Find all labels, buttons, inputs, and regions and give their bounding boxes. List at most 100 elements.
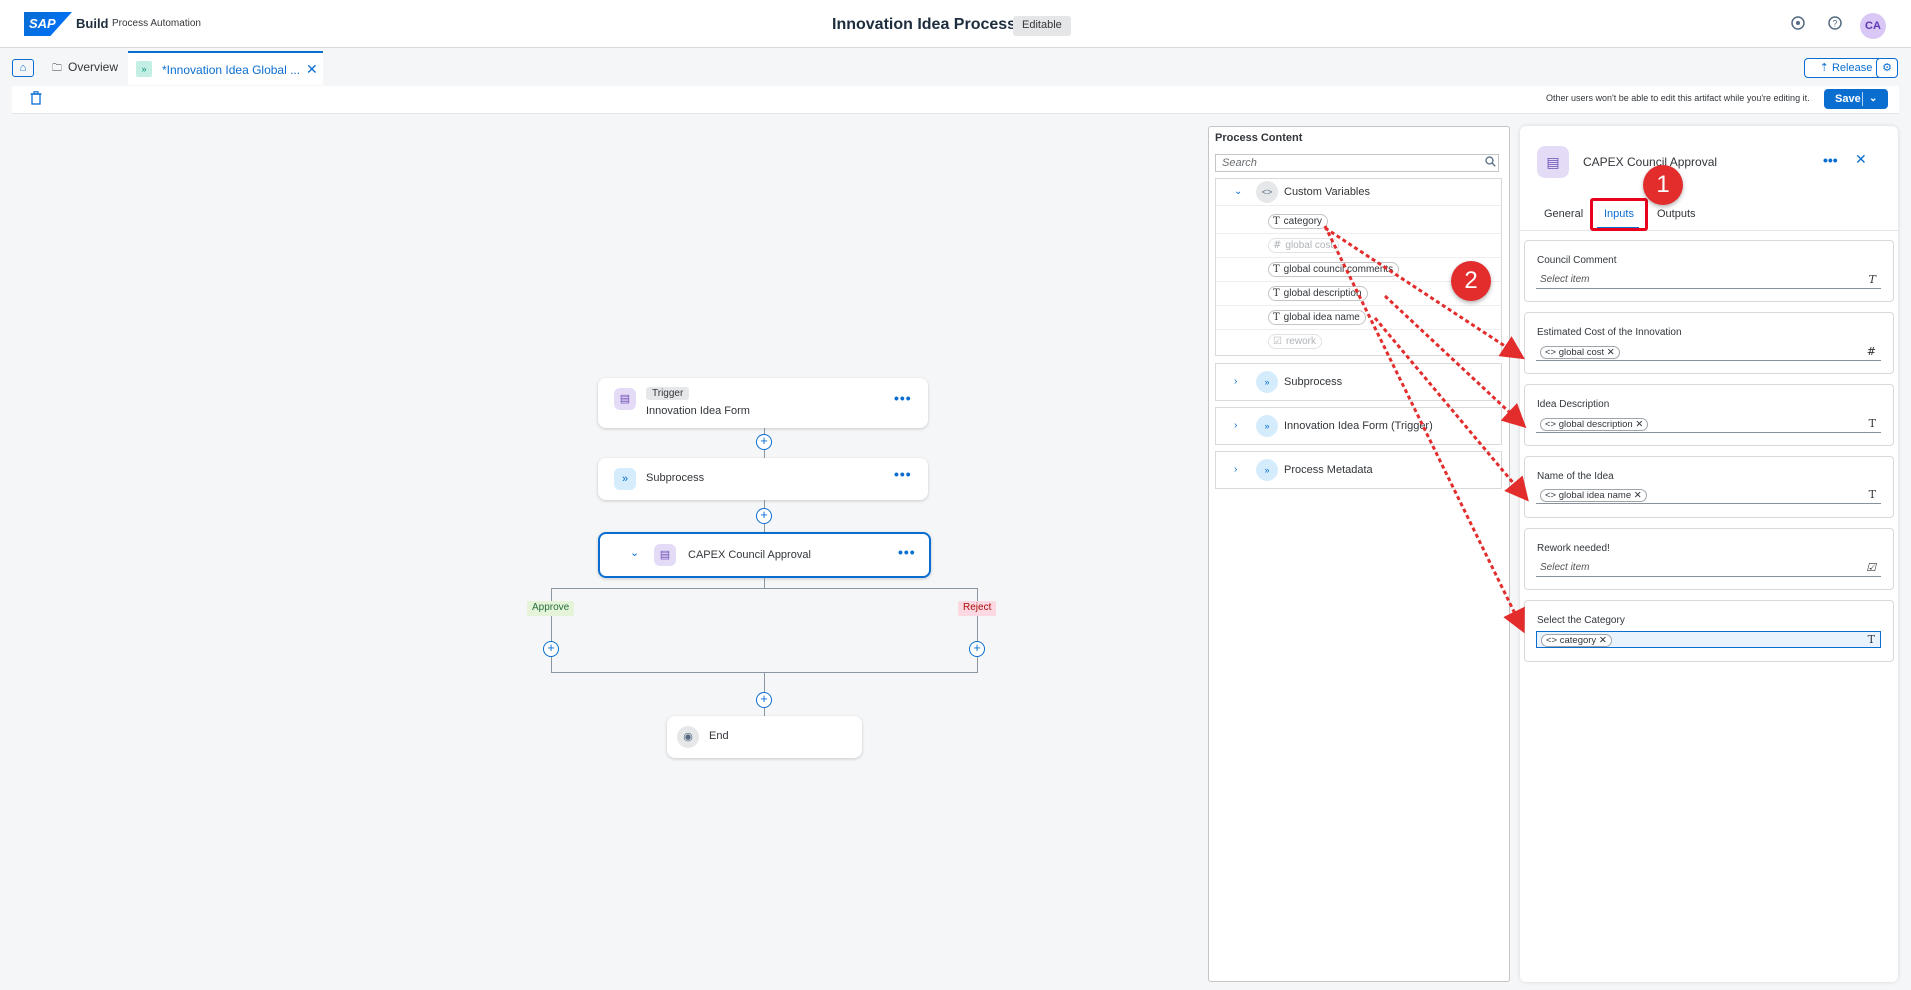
- form-icon: ▤: [614, 388, 636, 410]
- token-chip[interactable]: <> global description ✕: [1540, 418, 1649, 431]
- placeholder: Select item: [1540, 274, 1590, 285]
- token-chip[interactable]: <> global cost ✕: [1540, 346, 1620, 359]
- step-badge-1: 1: [1643, 165, 1683, 205]
- approval-label: CAPEX Council Approval: [688, 549, 811, 561]
- chevron-right-icon[interactable]: ›: [1234, 376, 1238, 387]
- joule-icon[interactable]: [1788, 15, 1808, 35]
- more-icon[interactable]: •••: [894, 466, 912, 482]
- process-metadata-group[interactable]: › » Process Metadata: [1215, 451, 1502, 489]
- more-icon[interactable]: •••: [898, 544, 916, 560]
- number-type-icon[interactable]: #: [1866, 345, 1876, 358]
- tab-overview-label: Overview: [68, 60, 119, 74]
- variable-global-cost[interactable]: #global cost: [1216, 234, 1501, 258]
- save-button[interactable]: Save ⌄: [1824, 89, 1888, 109]
- chevron-down-icon[interactable]: ⌄: [630, 547, 640, 559]
- tab-innovation-idea-global[interactable]: » *Innovation Idea Global ... ✕: [128, 51, 323, 85]
- tab-inputs[interactable]: Inputs: [1604, 208, 1634, 220]
- variable-name: global idea name: [1283, 312, 1360, 323]
- subprocess-icon: »: [1256, 459, 1278, 481]
- subprocess-icon: »: [1256, 415, 1278, 437]
- help-icon[interactable]: ?: [1825, 15, 1845, 35]
- add-step-button[interactable]: +: [756, 434, 772, 450]
- field-estimated-cost: [1524, 312, 1894, 374]
- boolean-type-icon: ☑: [1273, 336, 1282, 347]
- chevron-right-icon[interactable]: ›: [1234, 420, 1238, 431]
- svg-text:?: ?: [1832, 19, 1837, 29]
- chip-label: category: [1559, 635, 1597, 646]
- text-type-icon: T: [1273, 312, 1280, 323]
- toolbar: [12, 86, 1899, 114]
- checkbox-type-icon[interactable]: ☑: [1866, 561, 1876, 574]
- process-content-title: Process Content: [1215, 132, 1303, 144]
- tab-general[interactable]: General: [1544, 208, 1584, 220]
- category-input[interactable]: <> category ✕ T: [1536, 631, 1881, 648]
- add-step-button[interactable]: +: [756, 508, 772, 524]
- trigger-form-group[interactable]: › » Innovation Idea Form (Trigger): [1215, 407, 1502, 445]
- step-badge-2: 2: [1451, 261, 1491, 301]
- field-label: Rework needed!: [1537, 543, 1610, 554]
- council-comment-input[interactable]: Select item T: [1536, 272, 1881, 289]
- text-type-icon[interactable]: T: [1867, 633, 1875, 646]
- idea-name-input[interactable]: <> global idea name ✕ T: [1536, 487, 1881, 504]
- end-node[interactable]: ◉ End: [667, 716, 862, 758]
- tab-overview[interactable]: 🗀 Overview: [52, 60, 118, 78]
- arrow-category: [1323, 225, 1525, 634]
- more-icon[interactable]: •••: [1823, 152, 1838, 168]
- tab-outputs[interactable]: Outputs: [1657, 208, 1696, 220]
- token-chip[interactable]: <> category ✕: [1541, 634, 1612, 647]
- delete-icon[interactable]: [30, 91, 42, 108]
- variable-chip[interactable]: #global cost: [1268, 238, 1340, 253]
- chevron-down-icon[interactable]: ⌄: [1869, 93, 1878, 104]
- chip-label: global idea name: [1558, 490, 1632, 501]
- settings-button[interactable]: ⚙: [1876, 58, 1898, 78]
- text-type-icon[interactable]: T: [1868, 488, 1876, 501]
- add-approve-step-button[interactable]: +: [543, 641, 559, 657]
- text-type-icon[interactable]: T: [1868, 273, 1876, 286]
- trigger-node[interactable]: ▤ Trigger Innovation Idea Form •••: [598, 378, 928, 428]
- folder-icon: 🗀: [52, 63, 62, 74]
- rework-input[interactable]: Select item☑: [1536, 560, 1881, 577]
- close-tab-icon[interactable]: ✕: [306, 61, 318, 77]
- avatar[interactable]: CA: [1860, 13, 1886, 39]
- chevron-down-icon[interactable]: ⌄: [1234, 186, 1243, 197]
- form-icon: ▤: [654, 544, 676, 566]
- approval-node[interactable]: ⌄ ▤ CAPEX Council Approval •••: [598, 532, 931, 578]
- chevron-right-icon[interactable]: ›: [1234, 464, 1238, 475]
- variable-rework[interactable]: ☑rework: [1216, 330, 1501, 354]
- search-input[interactable]: Search: [1215, 154, 1499, 172]
- add-reject-step-button[interactable]: +: [969, 641, 985, 657]
- variable-name: global description: [1283, 288, 1362, 299]
- idea-description-input[interactable]: <> global description ✕ T: [1536, 416, 1881, 433]
- search-icon[interactable]: [1485, 156, 1496, 170]
- custom-variables-header[interactable]: ⌄ <> Custom Variables: [1216, 180, 1501, 206]
- arrow-global-description: [1383, 294, 1527, 429]
- text-type-icon[interactable]: T: [1868, 417, 1876, 430]
- subprocess-group[interactable]: › » Subprocess: [1215, 363, 1502, 401]
- close-icon[interactable]: ✕: [1855, 151, 1867, 167]
- add-step-button[interactable]: +: [756, 692, 772, 708]
- subprocess-node[interactable]: » Subprocess •••: [598, 458, 928, 500]
- variable-name: rework: [1285, 336, 1316, 347]
- variable-chip[interactable]: ☑rework: [1268, 334, 1322, 349]
- home-tab-button[interactable]: ⌂: [12, 59, 34, 77]
- field-label: Select the Category: [1537, 615, 1625, 626]
- release-button[interactable]: ⇡ Release: [1804, 58, 1888, 78]
- token-chip[interactable]: <> global idea name ✕: [1540, 489, 1647, 502]
- gear-icon: ⚙: [1882, 62, 1892, 74]
- variable-name: global cost: [1285, 240, 1334, 251]
- inputs-tab-highlight: [1590, 198, 1648, 231]
- estimated-cost-input[interactable]: <> global cost ✕ #: [1536, 344, 1881, 361]
- field-name-of-idea: [1524, 456, 1894, 518]
- lock-note: Other users won't be able to edit this a…: [1546, 93, 1810, 103]
- more-icon[interactable]: •••: [894, 390, 912, 406]
- arrow-global-cost: [1324, 226, 1526, 360]
